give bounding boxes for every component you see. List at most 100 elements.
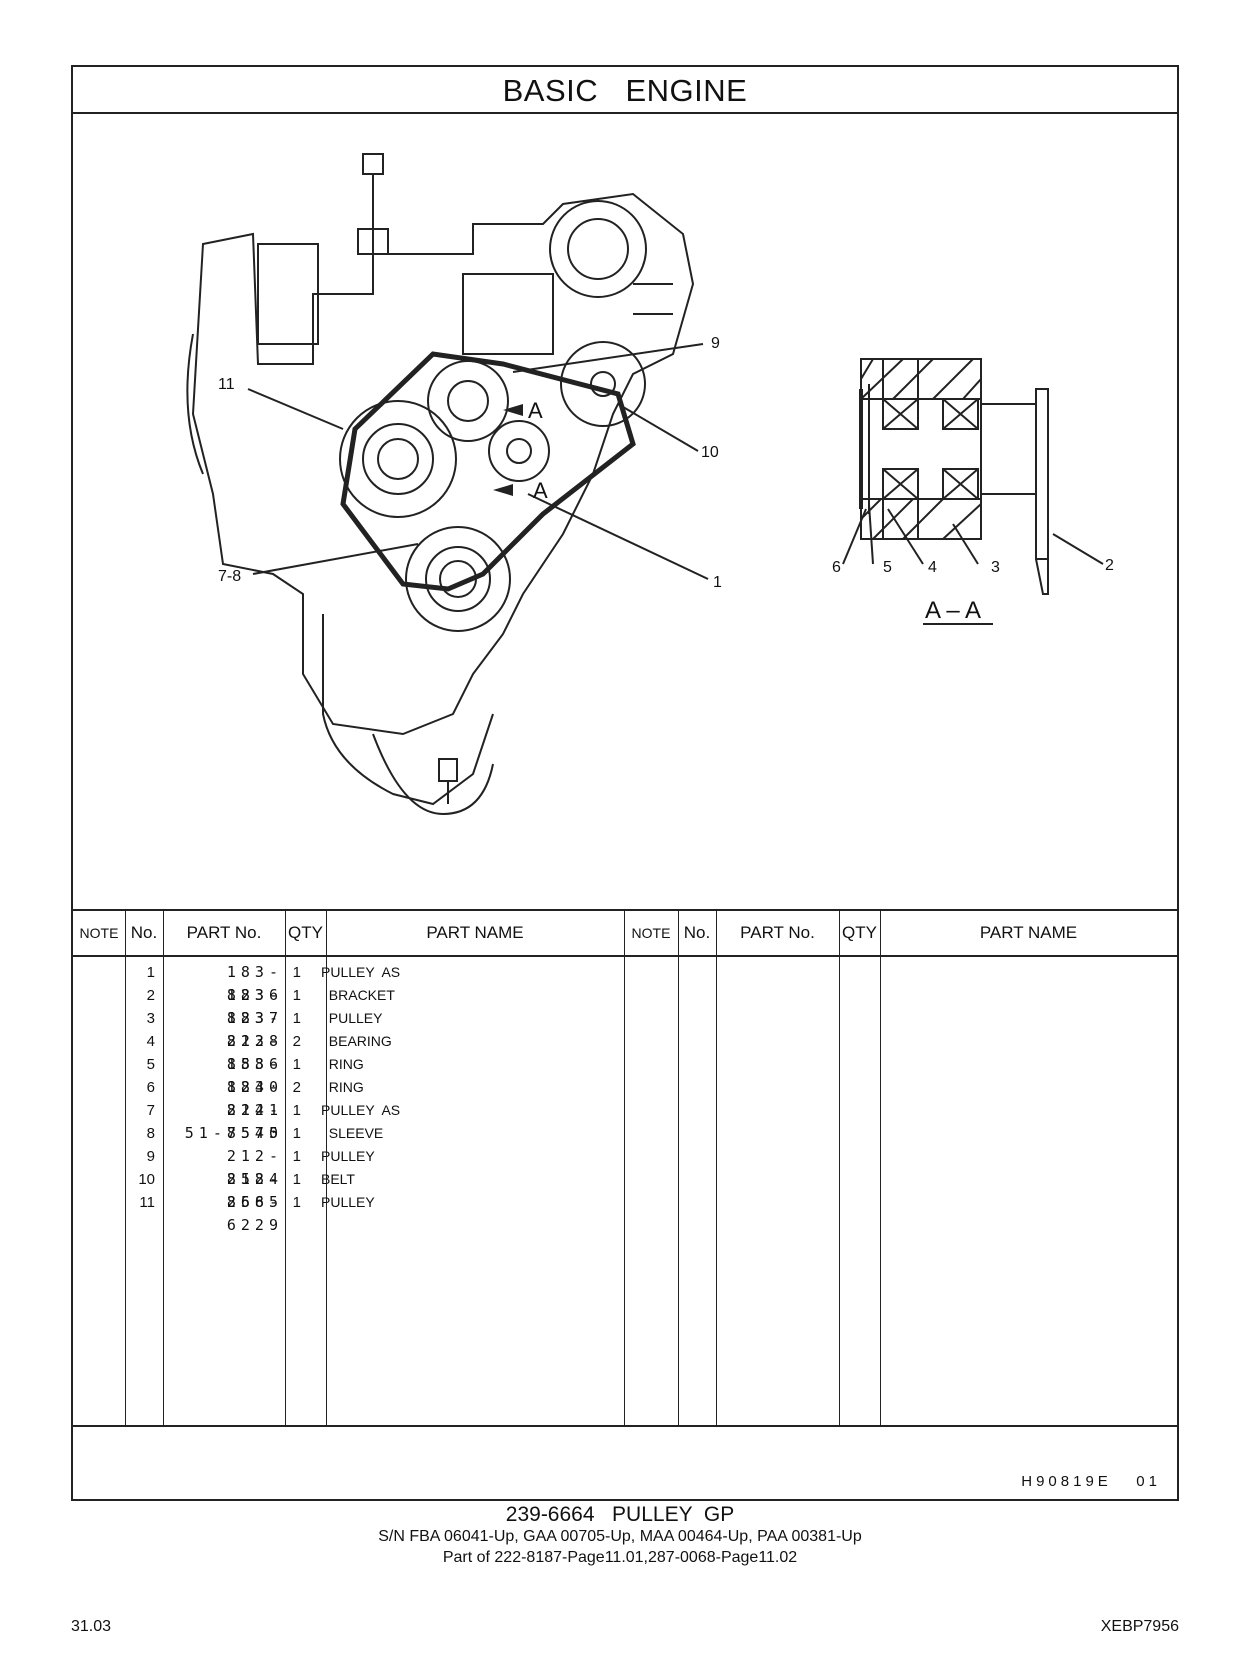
quantity: 2 xyxy=(292,1079,301,1096)
part-name: PULLEY xyxy=(321,1010,383,1026)
quantity: 2 xyxy=(292,1033,301,1050)
part-number: 183-8237 xyxy=(226,986,283,1027)
quantity: 1 xyxy=(292,987,301,1004)
header-note-2: NOTE xyxy=(631,925,671,941)
table-row: 4 212-8586 2 BEARING xyxy=(73,1030,1177,1073)
part-number: 183-8240 xyxy=(226,1055,283,1096)
callout-9: 9 xyxy=(711,335,720,352)
callout-11: 11 xyxy=(218,376,235,393)
column-divider xyxy=(326,909,327,1425)
callout-3: 3 xyxy=(991,559,1000,576)
item-number: 5 xyxy=(146,1056,155,1073)
column-divider xyxy=(678,909,679,1425)
part-number: 266-6229 xyxy=(226,1193,283,1234)
part-of-reference: Part of 222-8187-Page11.01,287-0068-Page… xyxy=(442,1549,798,1566)
part-number: 212-8584 xyxy=(226,1147,283,1188)
part-name: BELT xyxy=(321,1171,355,1187)
header-part-no: PART No. xyxy=(186,923,262,942)
part-name: RING xyxy=(321,1056,364,1072)
column-divider xyxy=(839,909,840,1425)
view-marker-a-upper: A xyxy=(528,398,543,423)
drawing-footer: H90819E 01 xyxy=(73,1425,1177,1501)
item-number: 9 xyxy=(146,1148,155,1165)
parts-table-header: NOTE No. PART No. QTY PART NAME NOTE No.… xyxy=(73,909,1177,957)
page-number: 31.03 xyxy=(71,1618,112,1635)
document-code: XEBP7956 xyxy=(1100,1618,1179,1635)
drawing-number: H90819E 01 xyxy=(1021,1473,1161,1490)
item-number: 11 xyxy=(139,1194,155,1211)
part-name: PULLEY xyxy=(321,1148,375,1164)
header-qty: QTY xyxy=(288,923,323,942)
column-divider xyxy=(624,909,625,1425)
serial-range: S/N FBA 06041-Up, GAA 00705-Up, MAA 0046… xyxy=(378,1528,862,1545)
column-divider xyxy=(716,909,717,1425)
callout-4: 4 xyxy=(928,559,937,576)
engine-line-art: 9 10 11 7-8 1 6 5 4 3 2 A A A – A xyxy=(186,153,1114,816)
callout-7-8: 7-8 xyxy=(218,568,241,585)
header-part-no-2: PART No. xyxy=(740,923,815,942)
quantity: 1 xyxy=(292,1125,301,1142)
page-title: BASIC ENGINE xyxy=(73,67,1177,114)
table-row: 10 212-8585 1 BELT xyxy=(73,1168,1177,1211)
part-name: PULLEY AS xyxy=(321,1102,401,1118)
header-part-name-2: PART NAME xyxy=(979,923,1078,942)
header-part-name: PART NAME xyxy=(426,923,524,942)
group-caption: 239-6664 PULLEY GP xyxy=(505,1503,735,1526)
item-number: 7 xyxy=(146,1102,155,1119)
callout-2: 2 xyxy=(1105,557,1114,574)
part-number: 183-8236 xyxy=(226,963,283,1004)
part-number: 212-8575 xyxy=(226,1101,283,1142)
table-row: 7 212-8575 1 PULLEY AS xyxy=(73,1099,1177,1142)
item-number: 4 xyxy=(146,1033,155,1050)
exploded-view-drawing: 9 10 11 7-8 1 6 5 4 3 2 A A A – A xyxy=(73,114,1177,909)
part-name: PULLEY AS xyxy=(321,964,401,980)
quantity: 1 xyxy=(292,1010,301,1027)
table-row: 5 183-8240 1 RING xyxy=(73,1053,1177,1096)
item-number: 6 xyxy=(146,1079,155,1096)
header-note: NOTE xyxy=(79,925,119,941)
quantity: 1 xyxy=(292,1056,301,1073)
table-row: 3 183-8238 1 PULLEY xyxy=(73,1007,1177,1050)
part-number: 183-8238 xyxy=(226,1009,283,1050)
quantity: 1 xyxy=(292,1171,301,1188)
header-qty-2: QTY xyxy=(842,923,877,942)
quantity: 1 xyxy=(292,1148,301,1165)
table-row: 2 183-8237 1 BRACKET xyxy=(73,984,1177,1027)
part-number: 51-7540 xyxy=(184,1124,283,1142)
quantity: 1 xyxy=(292,1102,301,1119)
parts-table-body: 1 183-8236 1 PULLEY AS 2 183-8237 1 BRAC… xyxy=(73,957,1177,1425)
item-number: 2 xyxy=(146,987,155,1004)
part-name: PULLEY xyxy=(321,1194,375,1210)
callout-6: 6 xyxy=(832,559,841,576)
item-number: 10 xyxy=(138,1171,155,1188)
table-row: 6 183-8241 2 RING xyxy=(73,1076,1177,1119)
table-row: 1 183-8236 1 PULLEY AS xyxy=(73,961,1177,1004)
part-name: BEARING xyxy=(321,1033,392,1049)
callout-10: 10 xyxy=(701,444,719,461)
view-marker-a-lower: A xyxy=(533,478,548,503)
part-number: 212-8586 xyxy=(226,1032,283,1073)
column-divider xyxy=(285,909,286,1425)
part-number: 212-8585 xyxy=(226,1170,283,1211)
callout-1: 1 xyxy=(713,574,722,591)
table-row: 8 51-7540 1 SLEEVE xyxy=(73,1122,1177,1145)
table-row: 9 212-8584 1 PULLEY xyxy=(73,1145,1177,1188)
column-divider xyxy=(163,909,164,1425)
part-name: BRACKET xyxy=(321,987,395,1003)
catalog-page-frame: BASIC ENGINE xyxy=(71,65,1179,1501)
callout-5: 5 xyxy=(883,559,892,576)
item-number: 8 xyxy=(146,1125,155,1142)
quantity: 1 xyxy=(292,964,301,981)
item-number: 1 xyxy=(146,964,155,981)
column-divider xyxy=(880,909,881,1425)
item-number: 3 xyxy=(146,1010,155,1027)
part-name: SLEEVE xyxy=(321,1125,384,1141)
part-number: 183-8241 xyxy=(226,1078,283,1119)
table-row: 11 266-6229 1 PULLEY xyxy=(73,1191,1177,1234)
header-no: No. xyxy=(130,923,158,942)
header-no-2: No. xyxy=(683,923,711,942)
quantity: 1 xyxy=(292,1194,301,1211)
section-label: A – A xyxy=(925,597,981,624)
column-divider xyxy=(125,909,126,1425)
part-name: RING xyxy=(321,1079,364,1095)
